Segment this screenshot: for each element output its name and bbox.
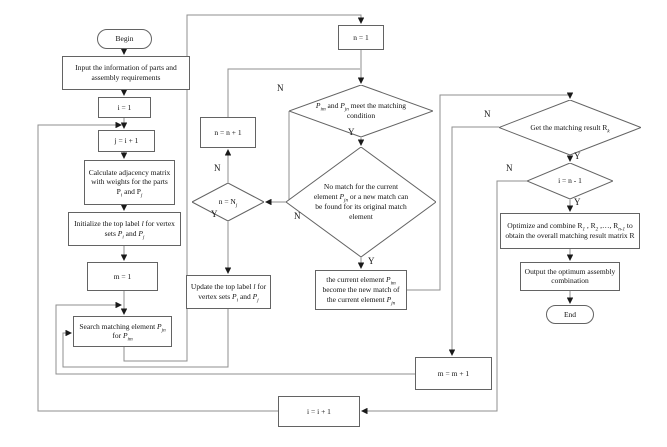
edge-update-search-loop (62, 309, 229, 368)
diamond-shape (286, 147, 436, 257)
edge-incn-loop (227, 68, 360, 117)
branch-label-checki-no: N (506, 163, 513, 173)
edge-incm-loop (55, 301, 415, 375)
process-optimize-combine: Optimize and combine R1 , R2 ,…, Rn-1 to… (500, 213, 640, 249)
decision-match-condition: Pim and Pjn meet the matching condition (289, 85, 433, 137)
terminal-end: End (546, 305, 594, 324)
process-update-label: Update the top label l for vertex sets P… (186, 275, 271, 309)
decision-no-match-label: No match for the current element Pjn or … (313, 182, 409, 221)
decision-i-equals-n-minus-1-label: i = n - 1 (558, 176, 582, 186)
process-inc-i-label: i = i + 1 (307, 406, 331, 416)
branch-label-result-yes: Y (574, 151, 581, 161)
terminal-begin: Begin (97, 29, 152, 49)
terminal-begin-label: Begin (115, 34, 134, 44)
process-set-j-label: j = i + 1 (114, 136, 139, 146)
branch-label-checki-yes: Y (574, 197, 581, 207)
process-inc-n: n = n + 1 (200, 117, 256, 148)
process-update-label-label: Update the top label l for vertex sets P… (190, 282, 267, 304)
edge-checkresult-no (448, 126, 499, 356)
branch-label-result-no: N (484, 109, 491, 119)
process-inc-n-label: n = n + 1 (214, 127, 242, 137)
branch-label-checkn-yes: Y (211, 209, 218, 219)
process-set-i-label: i = 1 (117, 102, 132, 112)
decision-no-match: No match for the current element Pjn or … (286, 147, 436, 257)
decision-get-result: Get the matching result Rk (499, 100, 641, 155)
branch-label-newmatch-no: N (294, 211, 301, 221)
decision-n-equals-nj: n = Nj (192, 183, 264, 221)
process-set-j: j = i + 1 (98, 130, 155, 152)
decision-i-equals-n-minus-1: i = n - 1 (527, 163, 613, 199)
edge-checki-no (361, 180, 527, 415)
diamond-shape (192, 183, 264, 221)
process-inc-m-label: m = m + 1 (437, 368, 470, 378)
edge-assign-checkresult (407, 92, 574, 291)
process-set-i: i = 1 (98, 97, 151, 118)
process-init-label-label: Initialize the top label l for vertex se… (74, 219, 175, 241)
process-inc-m: m = m + 1 (415, 357, 492, 390)
process-set-m: m = 1 (87, 262, 158, 291)
process-set-n-label: n = 1 (353, 32, 369, 42)
decision-get-result-label: Get the matching result Rk (530, 122, 610, 135)
process-search-match-label: Search matching element Pjn for Pim (79, 321, 166, 343)
branch-label-match-yes: Y (348, 127, 355, 137)
process-optimize-combine-label: Optimize and combine R1 , R2 ,…, Rn-1 to… (505, 221, 635, 240)
edge-search-setn-loop (123, 14, 365, 362)
branch-label-newmatch-yes: Y (368, 256, 375, 266)
process-assign-match: the current element Pim become the new m… (315, 270, 407, 310)
edge-inci-loop (37, 121, 278, 412)
process-init-label: Initialize the top label l for vertex se… (68, 212, 181, 246)
process-assign-match-label: the current element Pim become the new m… (322, 275, 400, 307)
branch-label-checkn-no: N (214, 163, 221, 173)
process-search-match: Search matching element Pjn for Pim (73, 316, 172, 347)
process-calc-matrix-label: Calculate adjacency matrix with weights … (88, 167, 171, 199)
process-output-optimum-label: Output the optimum assembly combination (524, 266, 616, 286)
process-input-info-label: Input the information of parts and assem… (75, 63, 177, 82)
diamond-shape (289, 85, 433, 137)
branch-label-match-no: N (277, 83, 284, 93)
decision-match-condition-label: Pim and Pjn meet the matching condition (315, 101, 407, 120)
decision-n-equals-nj-label: n = Nj (218, 197, 238, 209)
terminal-end-label: End (563, 309, 577, 319)
process-output-optimum: Output the optimum assembly combination (520, 262, 620, 291)
process-set-m-label: m = 1 (113, 271, 132, 281)
diamond-shape (527, 163, 613, 199)
diamond-shape (499, 100, 641, 155)
process-calc-matrix: Calculate adjacency matrix with weights … (84, 160, 175, 205)
process-input-info: Input the information of parts and assem… (62, 56, 190, 90)
process-inc-i: i = i + 1 (278, 396, 360, 427)
process-set-n: n = 1 (338, 25, 384, 50)
